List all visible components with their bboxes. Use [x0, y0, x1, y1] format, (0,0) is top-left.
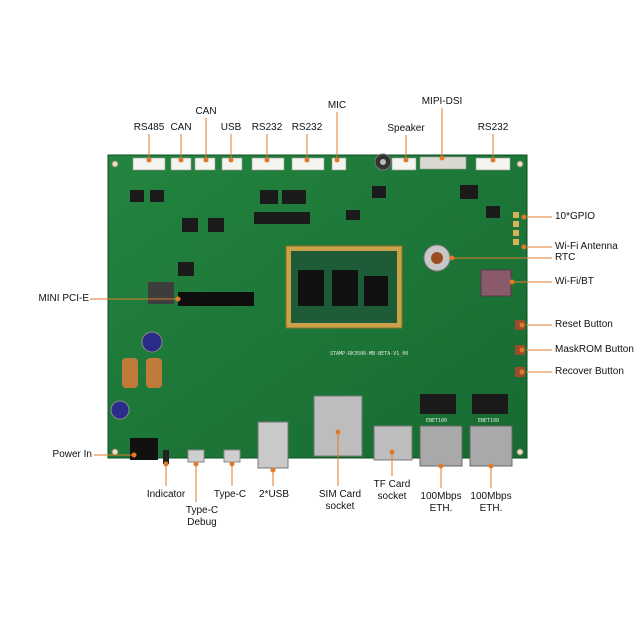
sim-card-socket	[313, 395, 363, 457]
tf-card-socket	[373, 425, 413, 461]
indicator-led	[163, 450, 169, 464]
leader-lines	[90, 108, 552, 502]
typec-debug-port	[187, 449, 205, 463]
eth-jack-label-2: ENET100	[478, 418, 499, 424]
label-eth2-line2: ETH.	[479, 503, 503, 514]
label-reset-button: Reset Button	[555, 319, 613, 330]
inductor-2	[146, 358, 162, 388]
som-chip-2	[332, 270, 358, 306]
inductor-1	[122, 358, 138, 388]
label-rs232-3: RS232	[477, 122, 509, 133]
chips	[130, 185, 500, 276]
top-connectors	[132, 156, 511, 171]
label-indicator: Indicator	[146, 489, 186, 500]
gpio-header	[513, 212, 519, 245]
label-speaker: Speaker	[387, 123, 425, 134]
wifi-bt-module	[480, 269, 512, 297]
label-typec-debug-line2: Debug	[187, 517, 217, 528]
label-can-1: CAN	[170, 122, 192, 133]
label-eth1-line2: ETH.	[429, 503, 453, 514]
speaker-connector	[391, 157, 417, 171]
label-sim-card-line2: socket	[325, 501, 355, 512]
som-chip-3	[364, 276, 388, 306]
eth-port-2	[469, 425, 513, 467]
electrolytic-capacitor-2	[110, 400, 130, 420]
label-typec-debug-line1: Type-C	[185, 505, 219, 516]
label-eth2-line1: 100Mbps	[470, 491, 512, 502]
label-mini-pcie: MINI PCI-E	[38, 293, 89, 304]
eth-transformer-1	[420, 394, 456, 414]
usb-stack	[257, 421, 289, 469]
mount-holes	[111, 160, 524, 456]
mini-pcie-slot	[178, 292, 254, 306]
label-maskrom-button: MaskROM Button	[555, 344, 634, 355]
label-2-usb: 2*USB	[258, 489, 290, 500]
label-mipi-dsi: MIPI-DSI	[421, 96, 463, 107]
electrolytic-capacitor	[141, 331, 163, 353]
label-typec: Type-C	[213, 489, 247, 500]
label-rtc: RTC	[555, 252, 576, 263]
label-tf-card-line1: TF Card	[373, 479, 411, 490]
label-power-in: Power In	[52, 449, 92, 460]
label-rs232-1: RS232	[251, 122, 283, 133]
label-usb: USB	[220, 122, 242, 133]
label-tf-card-line2: socket	[377, 491, 407, 502]
label-can-2: CAN	[195, 106, 217, 117]
label-rs232-2: RS232	[291, 122, 323, 133]
label-rs485: RS485	[133, 122, 165, 133]
label-10-gpio: 10*GPIO	[555, 211, 596, 222]
label-eth1-line1: 100Mbps	[420, 491, 462, 502]
som-chip-1	[298, 270, 324, 306]
eth-transformer-2	[472, 394, 508, 414]
label-mic: MIC	[327, 100, 347, 111]
mini-pcie-inductor	[148, 282, 174, 304]
power-jack	[130, 438, 158, 460]
label-wifi-antenna: Wi-Fi Antenna	[555, 241, 618, 252]
eth-port-1	[419, 425, 463, 467]
typec-port	[223, 449, 241, 463]
board-silkscreen: STAMP-RK3506-MB-BETA-V1_00	[330, 351, 408, 357]
label-sim-card-line1: SIM Card	[318, 489, 362, 500]
eth-jack-label-1: ENET100	[426, 418, 447, 424]
label-recover-button: Recover Button	[555, 366, 624, 377]
label-wifi-bt: Wi-Fi/BT	[555, 276, 594, 287]
